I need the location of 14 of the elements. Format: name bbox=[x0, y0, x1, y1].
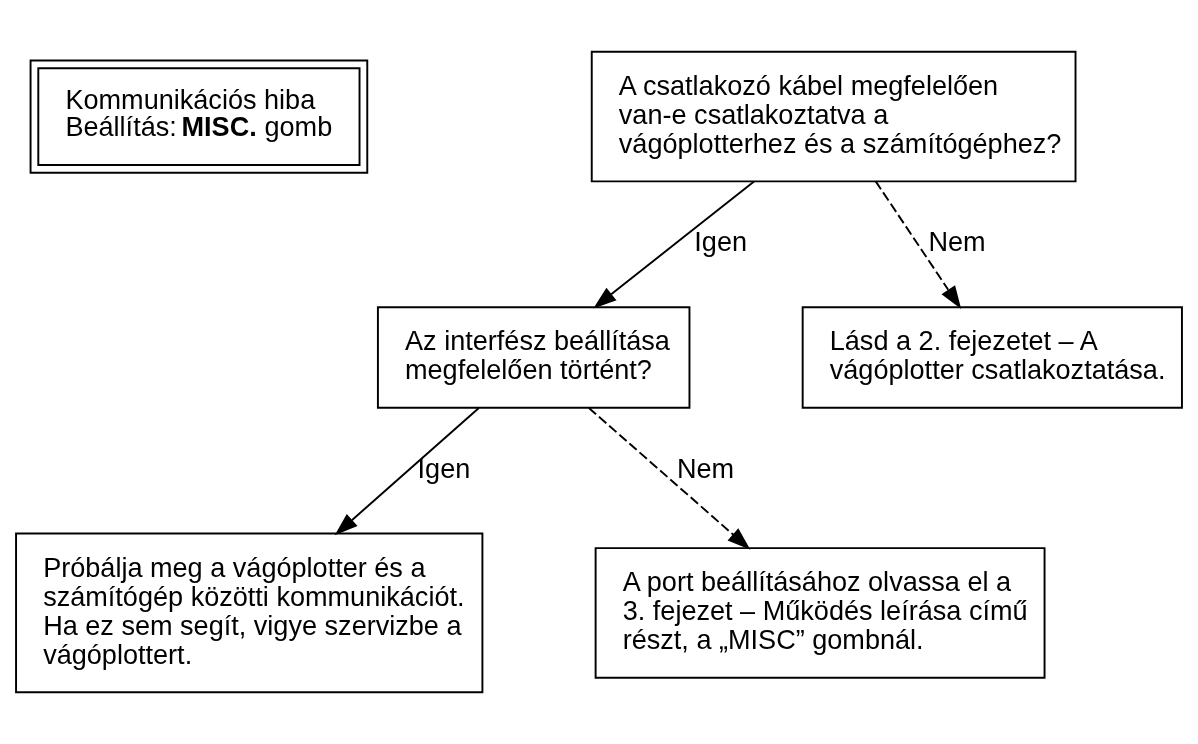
arrow bbox=[587, 406, 751, 550]
arrow bbox=[874, 180, 962, 310]
node-box: A port beállításához olvassa el a 3. fejezet – Működés leírása című részt, a „MISC” gombnál. bbox=[594, 547, 1046, 679]
node-box: Lásd a 2. fejezetet – A vágóplotter csatlakoztatása. bbox=[801, 306, 1183, 409]
node-box: A csatlakozó kábel megfelelően van-e csatlakoztatva a vágóplotterhez és a számítógéphez? bbox=[590, 50, 1077, 183]
edge-label: Igen bbox=[694, 226, 748, 258]
edge-label: Nem bbox=[928, 226, 986, 258]
edge-label: Igen bbox=[417, 452, 471, 484]
node-box: Az interfész beállítása megfelelően történt? bbox=[376, 306, 691, 409]
arrow bbox=[593, 180, 755, 309]
edge-label: Nem bbox=[676, 452, 735, 484]
arrow bbox=[334, 406, 480, 536]
node-box: Kommunikációs hiba Beállítás: MISC. gomb bbox=[29, 59, 369, 174]
node-box: Próbálja meg a vágóplotter és a számítógép közötti kommunikációt. Ha ez sem segít, vigye szervizbe a vágóplottert. bbox=[15, 532, 484, 694]
